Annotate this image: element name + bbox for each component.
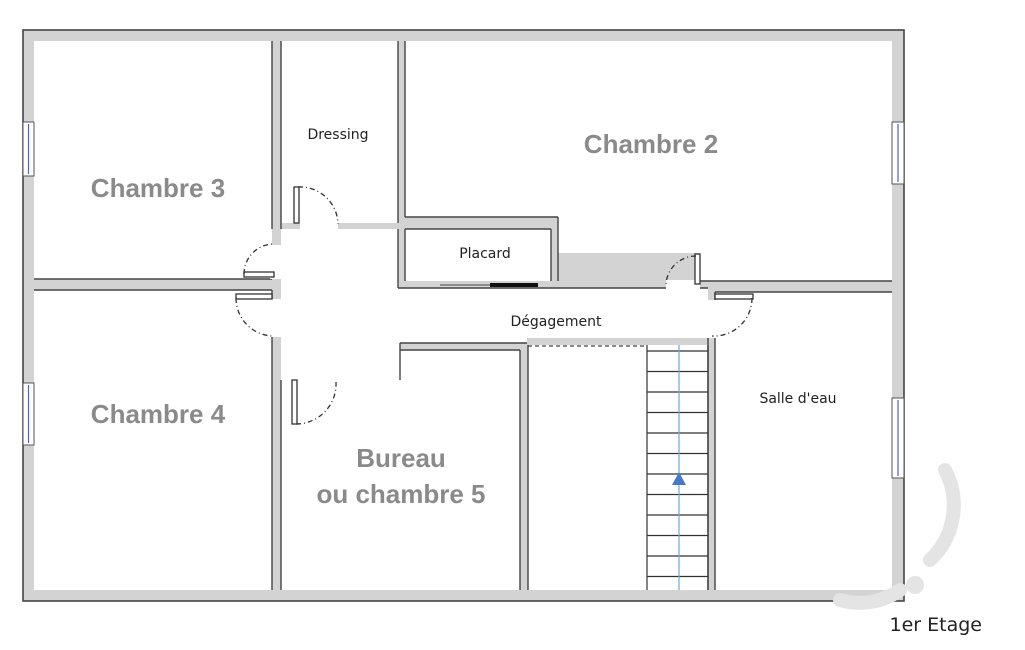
staircase <box>646 345 709 590</box>
label-chambre-2: Chambre 2 <box>584 129 718 159</box>
window-chambre-2 <box>891 121 905 185</box>
door-bureau <box>291 379 337 425</box>
room-dressing <box>281 41 398 223</box>
label-chambre-3: Chambre 3 <box>91 173 225 203</box>
arrow-up-icon <box>672 472 686 485</box>
door-chambre-2 <box>665 253 701 285</box>
window-chambre-3 <box>22 121 35 177</box>
room-degagement <box>281 229 708 380</box>
label-salle-eau: Salle d'eau <box>759 391 836 407</box>
label-bureau-line1: Bureau <box>356 443 446 473</box>
room-chambre-4 <box>34 290 272 590</box>
room-salle-eau <box>715 292 892 590</box>
watermark-logo <box>833 463 961 610</box>
window-chambre-4 <box>22 382 35 446</box>
door-salle-eau <box>711 293 754 337</box>
room-placard <box>405 229 551 281</box>
label-bureau-line2: ou chambre 5 <box>316 479 485 509</box>
room-chambre-2-lower <box>558 217 892 281</box>
label-placard: Placard <box>459 246 511 262</box>
room-stair-zone <box>528 345 708 590</box>
door-dressing <box>293 186 339 225</box>
stair-steps <box>647 350 708 578</box>
room-chambre-2 <box>405 41 892 217</box>
level-label: 1er Etage <box>890 614 982 636</box>
door-openings <box>270 222 718 383</box>
room-bureau <box>281 350 520 590</box>
label-chambre-4: Chambre 4 <box>91 399 226 429</box>
label-dressing: Dressing <box>307 127 368 143</box>
label-degagement: Dégagement <box>511 314 602 330</box>
door-chambre-4 <box>235 293 273 337</box>
room-chambre-3 <box>34 41 272 279</box>
placard-sliding-door-right <box>490 283 538 287</box>
window-salle-eau <box>891 397 905 479</box>
door-chambre-3 <box>243 243 275 278</box>
